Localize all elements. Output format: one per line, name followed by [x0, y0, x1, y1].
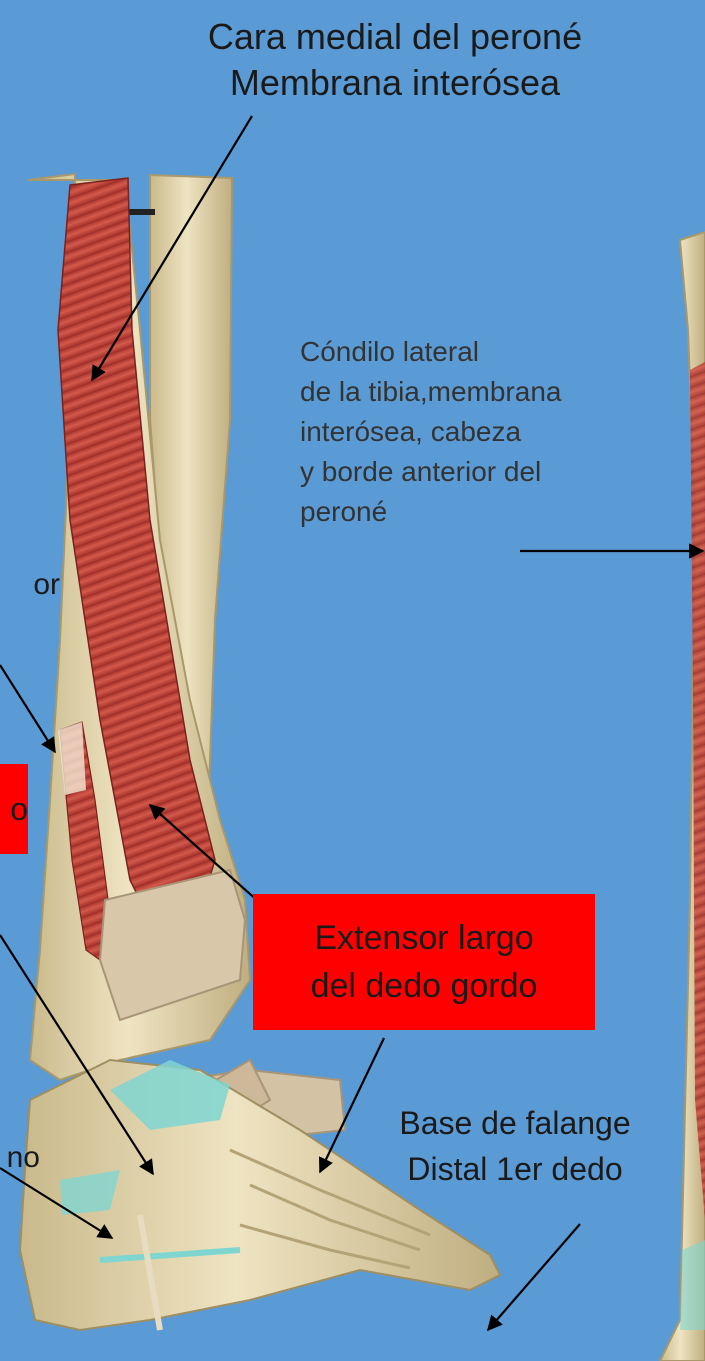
arrow-left-middle — [0, 934, 154, 1176]
arrow-muscle-belly — [148, 803, 269, 911]
arrow-tendon-dorsum — [319, 1037, 385, 1174]
origin-label-right: Cóndilo lateral de la tibia,membrana int… — [300, 336, 562, 527]
muscle-name-box: Extensor largo del dedo gordo — [253, 894, 595, 1030]
cropped-muscle-name-box: o — [0, 764, 28, 854]
arrow-left-lower — [0, 1167, 114, 1239]
tibialis-anterior-muscle — [58, 721, 113, 961]
arrow-origin-fibula — [91, 115, 253, 382]
foot-bones — [18, 1058, 502, 1332]
right-leg-bones — [658, 230, 705, 1361]
origin-label-top: Cara medial del peroné Membrana interóse… — [207, 16, 583, 103]
arrow-left-upper — [0, 664, 56, 754]
insertion-label: Base de falange Distal 1er dedo — [399, 1105, 631, 1187]
cropped-label-upper: or — [33, 568, 60, 601]
cropped-label-lower: no — [6, 1141, 40, 1174]
arrow-insertion-hallux — [486, 1223, 581, 1332]
